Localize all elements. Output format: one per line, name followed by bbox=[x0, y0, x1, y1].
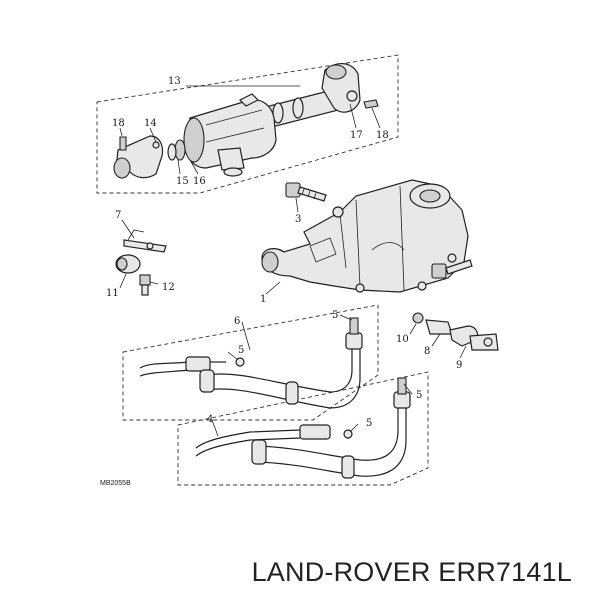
callout-12: 12 bbox=[162, 282, 175, 293]
sleeve-11 bbox=[115, 254, 141, 274]
bolt-12 bbox=[139, 274, 151, 296]
callout-3: 3 bbox=[295, 214, 301, 225]
assembly-4-outline bbox=[177, 371, 429, 486]
callout-6: 6 bbox=[234, 316, 240, 327]
callout-14: 14 bbox=[144, 118, 157, 129]
leader-lines bbox=[119, 85, 467, 437]
thermostat-housing-assembly bbox=[113, 63, 379, 179]
hose-assembly-6 bbox=[139, 317, 363, 409]
clip-7 bbox=[123, 229, 167, 253]
callout-1: 1 bbox=[260, 294, 266, 305]
assembly-13-outline bbox=[96, 54, 399, 194]
callout-5-right: 5 bbox=[416, 390, 422, 401]
callout-5-low: 5 bbox=[366, 418, 372, 429]
callout-11: 11 bbox=[106, 288, 119, 299]
callout-16: 16 bbox=[193, 176, 206, 187]
callout-9: 9 bbox=[456, 360, 462, 371]
assembly-6-outline bbox=[122, 304, 379, 421]
callout-10: 10 bbox=[396, 334, 409, 345]
callout-18-right: 18 bbox=[376, 130, 389, 141]
callout-13: 13 bbox=[168, 76, 181, 87]
callout-15: 15 bbox=[176, 176, 189, 187]
hose-assembly-4 bbox=[195, 377, 411, 479]
callout-8: 8 bbox=[424, 346, 430, 357]
drawing-code: MB2055B bbox=[100, 480, 131, 487]
callout-5-mid: 5 bbox=[238, 345, 244, 356]
callout-4: 4 bbox=[207, 414, 213, 425]
part-number-caption: LAND-ROVER ERR7141L bbox=[251, 557, 572, 587]
bolt-housing-right bbox=[431, 259, 473, 279]
bracket-parts bbox=[412, 312, 499, 351]
callout-7: 7 bbox=[115, 210, 121, 221]
main-housing bbox=[261, 179, 469, 293]
callout-18-left: 18 bbox=[112, 118, 125, 129]
bolt-3 bbox=[285, 182, 327, 202]
callout-17: 17 bbox=[350, 130, 363, 141]
callout-5-top: 5 bbox=[332, 310, 338, 321]
